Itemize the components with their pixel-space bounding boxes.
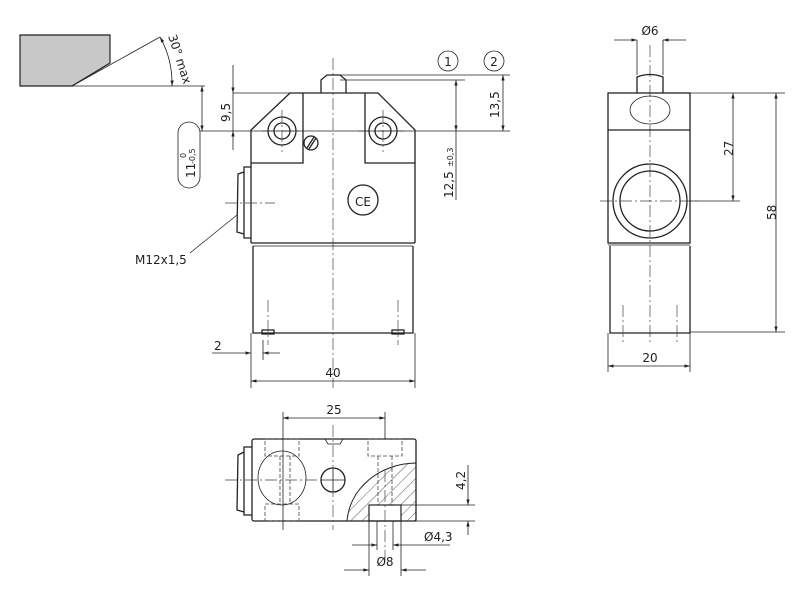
side-view-dimensions: Ø6 27 58 20 bbox=[607, 24, 785, 372]
reference-markers: 1 2 bbox=[437, 50, 505, 72]
dim-25: 25 bbox=[326, 403, 341, 417]
svg-text:CE: CE bbox=[355, 195, 371, 209]
dim-27: 27 bbox=[722, 141, 736, 156]
marker-2: 2 bbox=[490, 55, 498, 69]
dim-40: 40 bbox=[325, 366, 340, 380]
dim-12-5-tolerance: ±0,3 bbox=[446, 148, 455, 167]
dim-20: 20 bbox=[642, 351, 657, 365]
connector-opening bbox=[612, 163, 688, 239]
thread-label: M12x1,5 bbox=[135, 253, 187, 267]
dim-11-callout bbox=[177, 121, 201, 189]
dim-d4-3: Ø4,3 bbox=[424, 530, 453, 544]
dim-58: 58 bbox=[765, 205, 779, 220]
front-view: CE bbox=[225, 58, 416, 388]
dim-4-2: 4,2 bbox=[454, 471, 468, 490]
dim-11-tol-upper: 0 bbox=[179, 153, 188, 158]
actuator-angle-detail: 30° max bbox=[19, 33, 205, 87]
dim-d6: Ø6 bbox=[641, 24, 658, 38]
dim-2: 2 bbox=[214, 339, 222, 353]
marker-1: 1 bbox=[444, 55, 452, 69]
connector-thread bbox=[236, 166, 251, 239]
dim-9-5: 9,5 bbox=[219, 103, 233, 122]
dim-d8: Ø8 bbox=[376, 555, 393, 569]
dim-11: 11 bbox=[184, 163, 198, 178]
dim-12-5: 12,5 bbox=[442, 171, 456, 198]
angle-label: 30° max bbox=[165, 33, 194, 86]
bottom-view-dimensions: 25 4,2 Ø4,3 Ø8 bbox=[282, 403, 475, 576]
label-plate bbox=[629, 95, 671, 125]
dim-13-5: 13,5 bbox=[488, 91, 502, 118]
side-view bbox=[600, 45, 700, 345]
front-view-dimensions: 9,5 13,5 12,5 ±0,3 11 0 -0,5 M12x1,5 2 4… bbox=[135, 65, 510, 388]
dim-11-tol-lower: -0,5 bbox=[188, 148, 197, 164]
ce-mark-icon: CE bbox=[347, 184, 379, 216]
bottom-view bbox=[225, 425, 417, 560]
screw-icon bbox=[303, 135, 319, 151]
